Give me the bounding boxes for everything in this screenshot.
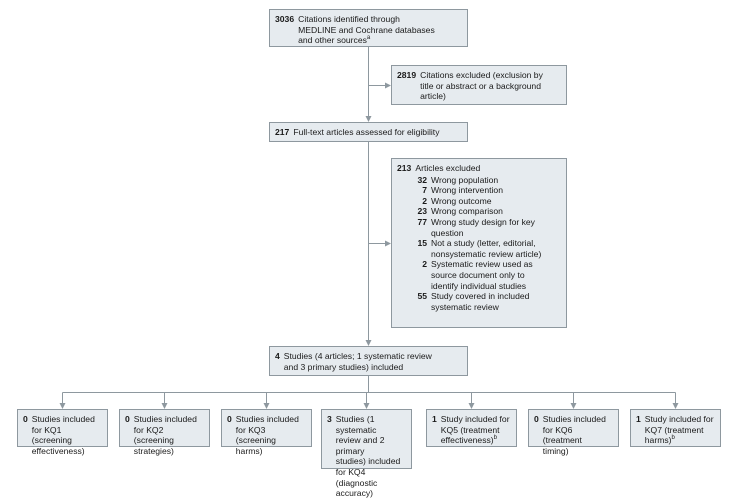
citations-identified-box: 3036 Citations identified through MEDLIN… xyxy=(269,9,468,47)
kq-count: 1 xyxy=(636,414,641,424)
citations-excluded-text: Citations excluded (exclusion by title o… xyxy=(420,70,543,102)
footnote-b: b xyxy=(671,435,675,442)
kq-count: 0 xyxy=(227,414,232,424)
kq-count: 0 xyxy=(534,414,539,424)
exclusion-reason: 15 Not a study (letter, editorial, nonsy… xyxy=(397,238,561,259)
exclusion-reason-count: 77 xyxy=(417,216,427,227)
exclusion-reason-text: Wrong comparison xyxy=(431,206,503,217)
exclusion-reason-text: Wrong outcome xyxy=(431,195,492,206)
articles-excluded-box: 213 Articles excluded 32 Wrong populatio… xyxy=(391,158,567,328)
kq-text: Studies included for KQ2 (screening stra… xyxy=(133,414,197,456)
kq-count: 3 xyxy=(327,414,332,424)
fulltext-assessed-text: Full-text articles assessed for eligibil… xyxy=(293,127,440,137)
exclusion-reason-text: Study covered in included systematic rev… xyxy=(431,291,530,312)
kq4-box: 3 Studies (1 systematic review and 2 pri… xyxy=(321,409,412,498)
exclusion-reason: 7 Wrong intervention xyxy=(397,185,561,196)
exclusion-reason-count: 55 xyxy=(417,291,427,302)
kq-text: Studies (1 systematic review and 2 prima… xyxy=(335,414,401,499)
fulltext-assessed-count: 217 xyxy=(275,127,290,137)
studies-included-text: Studies (4 articles; 1 systematic review… xyxy=(283,351,432,372)
kq-text: Studies included for KQ6 (treatment timi… xyxy=(542,414,606,456)
exclusion-reason-text: Wrong intervention xyxy=(431,185,503,196)
kq-text: Studies included for KQ3 (screening harm… xyxy=(235,414,299,456)
exclusion-reason: 2 Systematic review used as source docum… xyxy=(397,259,561,291)
exclusion-reason-text: Wrong population xyxy=(431,174,499,185)
flow-connectors xyxy=(59,47,679,409)
exclusion-reason: 55 Study covered in included systematic … xyxy=(397,291,561,312)
kq-text: Study included for KQ5 (treatment effect… xyxy=(440,414,510,446)
exclusion-reason: 77 Wrong study design for key question xyxy=(397,217,561,238)
footnote-b: b xyxy=(493,435,497,442)
studies-included-box: 4 Studies (4 articles; 1 systematic revi… xyxy=(269,346,468,376)
exclusion-reason-count: 7 xyxy=(422,185,427,196)
citations-identified-count: 3036 xyxy=(275,14,295,24)
exclusion-reason: 2 Wrong outcome xyxy=(397,196,561,207)
kq6-box: 0 Studies included for KQ6 (treatment ti… xyxy=(528,409,619,456)
kq-count: 0 xyxy=(23,414,28,424)
studies-included-count: 4 xyxy=(275,351,280,361)
kq3-box: 0 Studies included for KQ3 (screening ha… xyxy=(221,409,312,456)
kq-text: Study included for KQ7 (treatment harms) xyxy=(644,414,714,446)
articles-excluded-text: Articles excluded xyxy=(415,163,481,173)
exclusion-reason-count: 15 xyxy=(417,238,427,249)
fulltext-assessed-box: 217 Full-text articles assessed for elig… xyxy=(269,122,468,142)
exclusion-reason-count: 23 xyxy=(417,206,427,217)
kq1-box: 0 Studies included for KQ1 (screening ef… xyxy=(17,409,108,456)
articles-excluded-count: 213 xyxy=(397,163,412,173)
exclusion-reason-count: 32 xyxy=(417,174,427,185)
exclusion-reason-count: 2 xyxy=(422,259,427,270)
footnote-a: a xyxy=(366,35,371,42)
citations-excluded-count: 2819 xyxy=(397,70,417,80)
exclusion-reason-text: Not a study (letter, editorial, nonsyste… xyxy=(431,238,542,259)
exclusion-reason-count: 2 xyxy=(422,195,427,206)
exclusion-reason: 23 Wrong comparison xyxy=(397,206,561,217)
kq2-box: 0 Studies included for KQ2 (screening st… xyxy=(119,409,210,456)
kq-count: 0 xyxy=(125,414,130,424)
exclusion-reason-text: Systematic review used as source documen… xyxy=(431,259,533,291)
citations-identified-text: Citations identified through MEDLINE and… xyxy=(298,14,435,46)
exclusion-reason: 32 Wrong population xyxy=(397,175,561,186)
kq5-box: 1 Study included for KQ5 (treatment effe… xyxy=(426,409,517,447)
citations-excluded-box: 2819 Citations excluded (exclusion by ti… xyxy=(391,65,567,105)
kq-count: 1 xyxy=(432,414,437,424)
exclusion-reason-text: Wrong study design for key question xyxy=(431,216,535,238)
kq-text: Studies included for KQ1 (screening effe… xyxy=(31,414,95,456)
kq7-box: 1 Study included for KQ7 (treatment harm… xyxy=(630,409,721,447)
